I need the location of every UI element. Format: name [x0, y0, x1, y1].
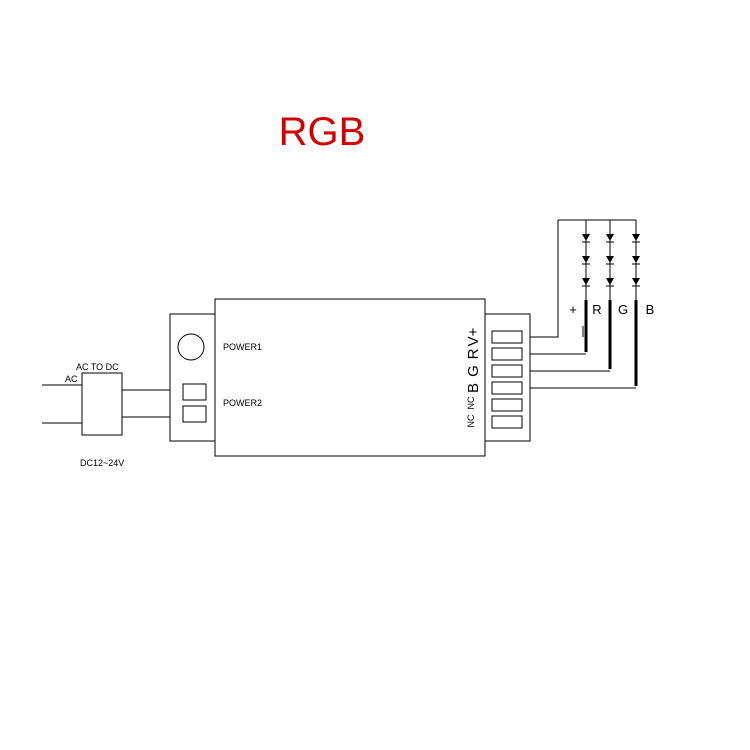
diode-r-3 [582, 278, 590, 285]
led-label-plus: + [569, 302, 577, 317]
power2-terminal-top [182, 383, 207, 401]
diode-g-2 [606, 256, 614, 263]
pin-label-nc-2: NC [466, 414, 476, 427]
diode-r-2 [582, 256, 590, 263]
terminal-g [491, 364, 523, 378]
led-label-r: R [592, 302, 601, 317]
output-wiring [530, 219, 637, 389]
power1-label: POWER1 [223, 342, 262, 352]
controller [169, 298, 531, 457]
diode-g-1 [606, 234, 614, 241]
pin-label-v-plus: V+ [465, 327, 482, 346]
power2-label: POWER2 [223, 398, 262, 408]
led-label-b: B [646, 302, 655, 317]
controller-body [214, 298, 486, 457]
diode-b-1 [632, 234, 640, 241]
pin-label-b: B [465, 383, 482, 393]
diode-r-1 [582, 234, 590, 241]
output-terminal-block [484, 313, 531, 442]
led-label-g: G [618, 302, 628, 317]
ac-to-dc-adapter-box [81, 372, 123, 436]
terminal-r [491, 347, 523, 361]
terminal-nc-1 [491, 398, 523, 412]
pin-label-r: R [465, 348, 482, 359]
input-wiring [42, 372, 170, 436]
diode-b-2 [632, 256, 640, 263]
diagram-title: RGB [279, 110, 366, 154]
power1-jack [177, 333, 205, 361]
terminal-b [491, 381, 523, 395]
terminal-v-plus [491, 330, 523, 344]
ac-label: AC [65, 374, 78, 384]
power2-terminal-bottom [182, 405, 207, 423]
diode-g-3 [606, 278, 614, 285]
diode-b-3 [632, 278, 640, 285]
terminal-nc-2 [491, 415, 523, 429]
ac-to-dc-label: AC TO DC [76, 362, 119, 372]
pin-label-nc-1: NC [466, 396, 476, 409]
pin-label-g: G [465, 365, 482, 377]
dc-voltage-label: DC12~24V [80, 458, 124, 468]
led-strip [582, 232, 640, 386]
